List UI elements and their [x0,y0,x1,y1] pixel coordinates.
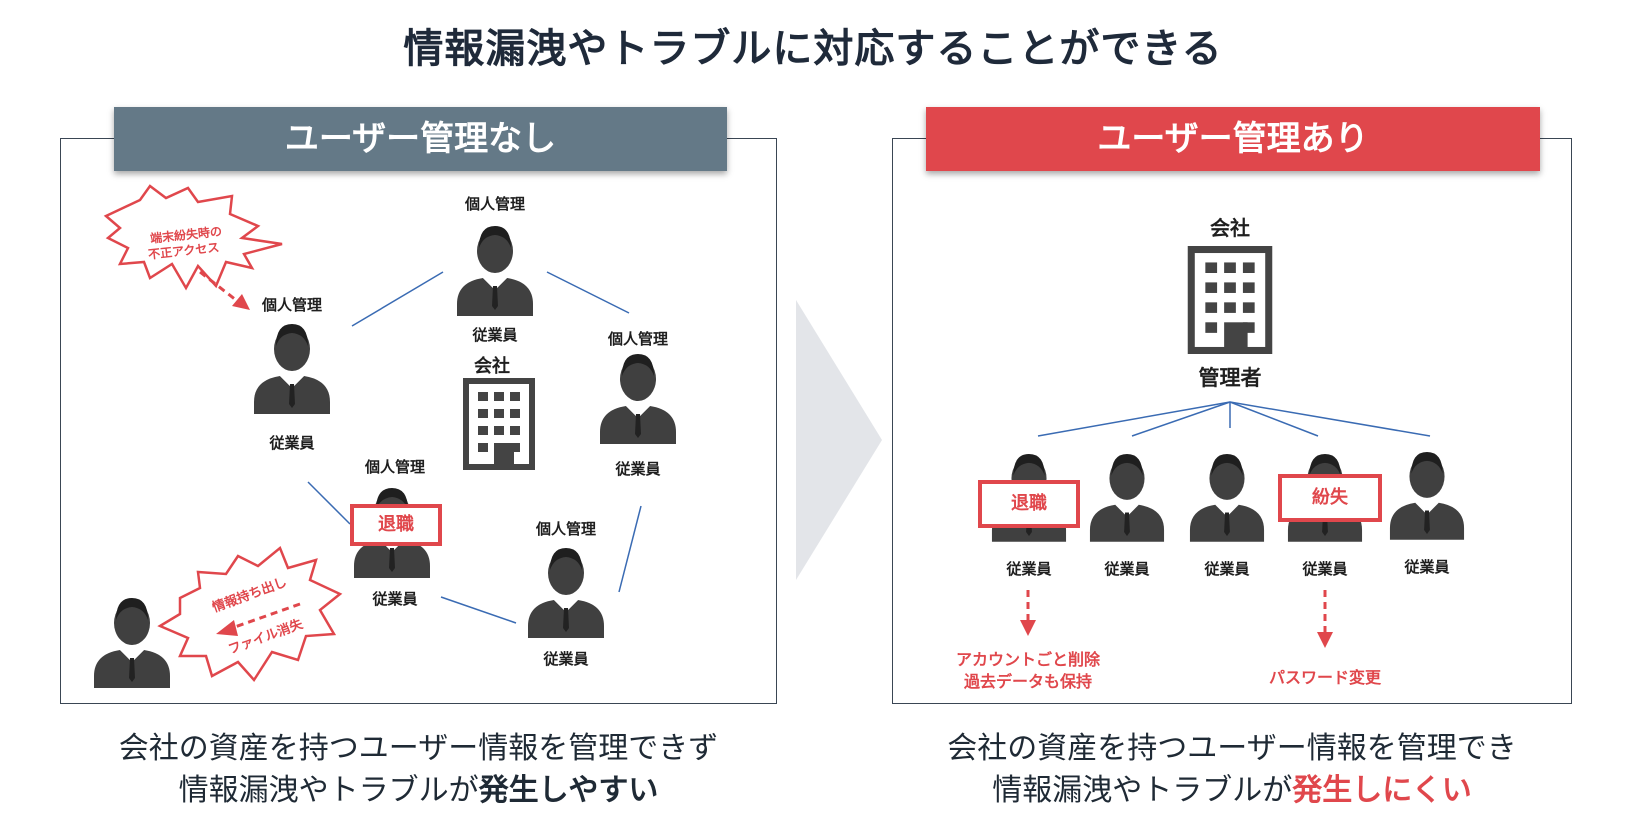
person-icon [598,348,678,448]
page-title: 情報漏洩やトラブルに対応することができる [403,26,1223,72]
connection-line [351,271,444,327]
retire-tag: 退職 [978,480,1080,528]
connection-line [1229,401,1319,437]
personal-mgmt-label: 個人管理 [261,296,323,314]
burst-icon [157,545,343,683]
employee-label: 従業員 [372,590,418,608]
right-caption-line2: 情報漏洩やトラブルが発生しにくい [892,770,1572,812]
retire-action-line2: 過去データも保持 [963,672,1093,691]
chevron-right-icon [796,300,882,584]
right-caption-line1: 会社の資産を持つユーザー情報を管理でき [947,731,1517,766]
admin-label: 管理者 [1198,366,1262,390]
employee-label: 従業員 [1404,558,1450,576]
connection-line [1229,401,1431,437]
left-caption-plain: 情報漏洩やトラブルが [178,773,479,808]
employee-label: 従業員 [1006,560,1052,578]
company-label: 会社 [1210,216,1250,240]
employee-label: 従業員 [615,460,661,478]
personal-mgmt-label: 個人管理 [364,458,426,476]
arrowhead-icon [1020,620,1036,636]
arrowhead-icon [1317,632,1333,648]
building-icon [1186,246,1274,358]
right-caption-plain: 情報漏洩やトラブルが [992,773,1293,808]
dashed-arrow-line [231,602,301,630]
left-caption-emphasis: 発生しやすい [478,773,659,808]
burst-icon [103,184,283,291]
left-caption: 会社の資産を持つユーザー情報を管理できず 情報漏洩やトラブルが発生しやすい [60,728,777,812]
company-label: 会社 [474,356,510,377]
employee-label: 従業員 [543,650,589,668]
left-caption-line2: 情報漏洩やトラブルが発生しやすい [60,770,777,812]
retire-action-line1: アカウントごと削除 [955,650,1101,669]
employee-label: 従業員 [1104,560,1150,578]
connection-line [440,596,517,624]
arrowhead-icon [216,620,238,636]
personal-mgmt-label: 個人管理 [535,520,597,538]
connection-line [1037,401,1231,437]
employee-label: 従業員 [472,326,518,344]
left-panel-header: ユーザー管理なし [114,107,727,171]
connection-line [1131,401,1231,437]
person-icon [92,592,172,692]
person-icon [1088,448,1166,546]
lost-tag: 紛失 [1278,474,1382,522]
lost-action: パスワード変更 [1268,668,1382,687]
employee-label: 従業員 [1204,560,1250,578]
person-icon [1188,448,1266,546]
building-icon [462,378,536,474]
right-caption: 会社の資産を持つユーザー情報を管理でき 情報漏洩やトラブルが発生しにくい [892,728,1572,812]
right-caption-emphasis: 発生しにくい [1292,773,1472,808]
employee-label: 従業員 [269,434,315,452]
person-icon [252,318,332,418]
right-panel [892,138,1572,704]
person-icon [455,220,535,320]
employee-label: 従業員 [1302,560,1348,578]
retire-tag: 退職 [350,504,442,546]
person-icon [1388,446,1466,544]
dashed-arrow-line [199,270,237,302]
connection-line [618,505,642,593]
connection-line [546,271,630,314]
arrowhead-icon [232,294,250,310]
left-caption-line1: 会社の資産を持つユーザー情報を管理できず [118,731,719,766]
personal-mgmt-label: 個人管理 [607,330,669,348]
connection-line [307,481,351,525]
person-icon [526,542,606,642]
right-panel-header: ユーザー管理あり [926,107,1540,171]
personal-mgmt-label: 個人管理 [464,195,526,213]
